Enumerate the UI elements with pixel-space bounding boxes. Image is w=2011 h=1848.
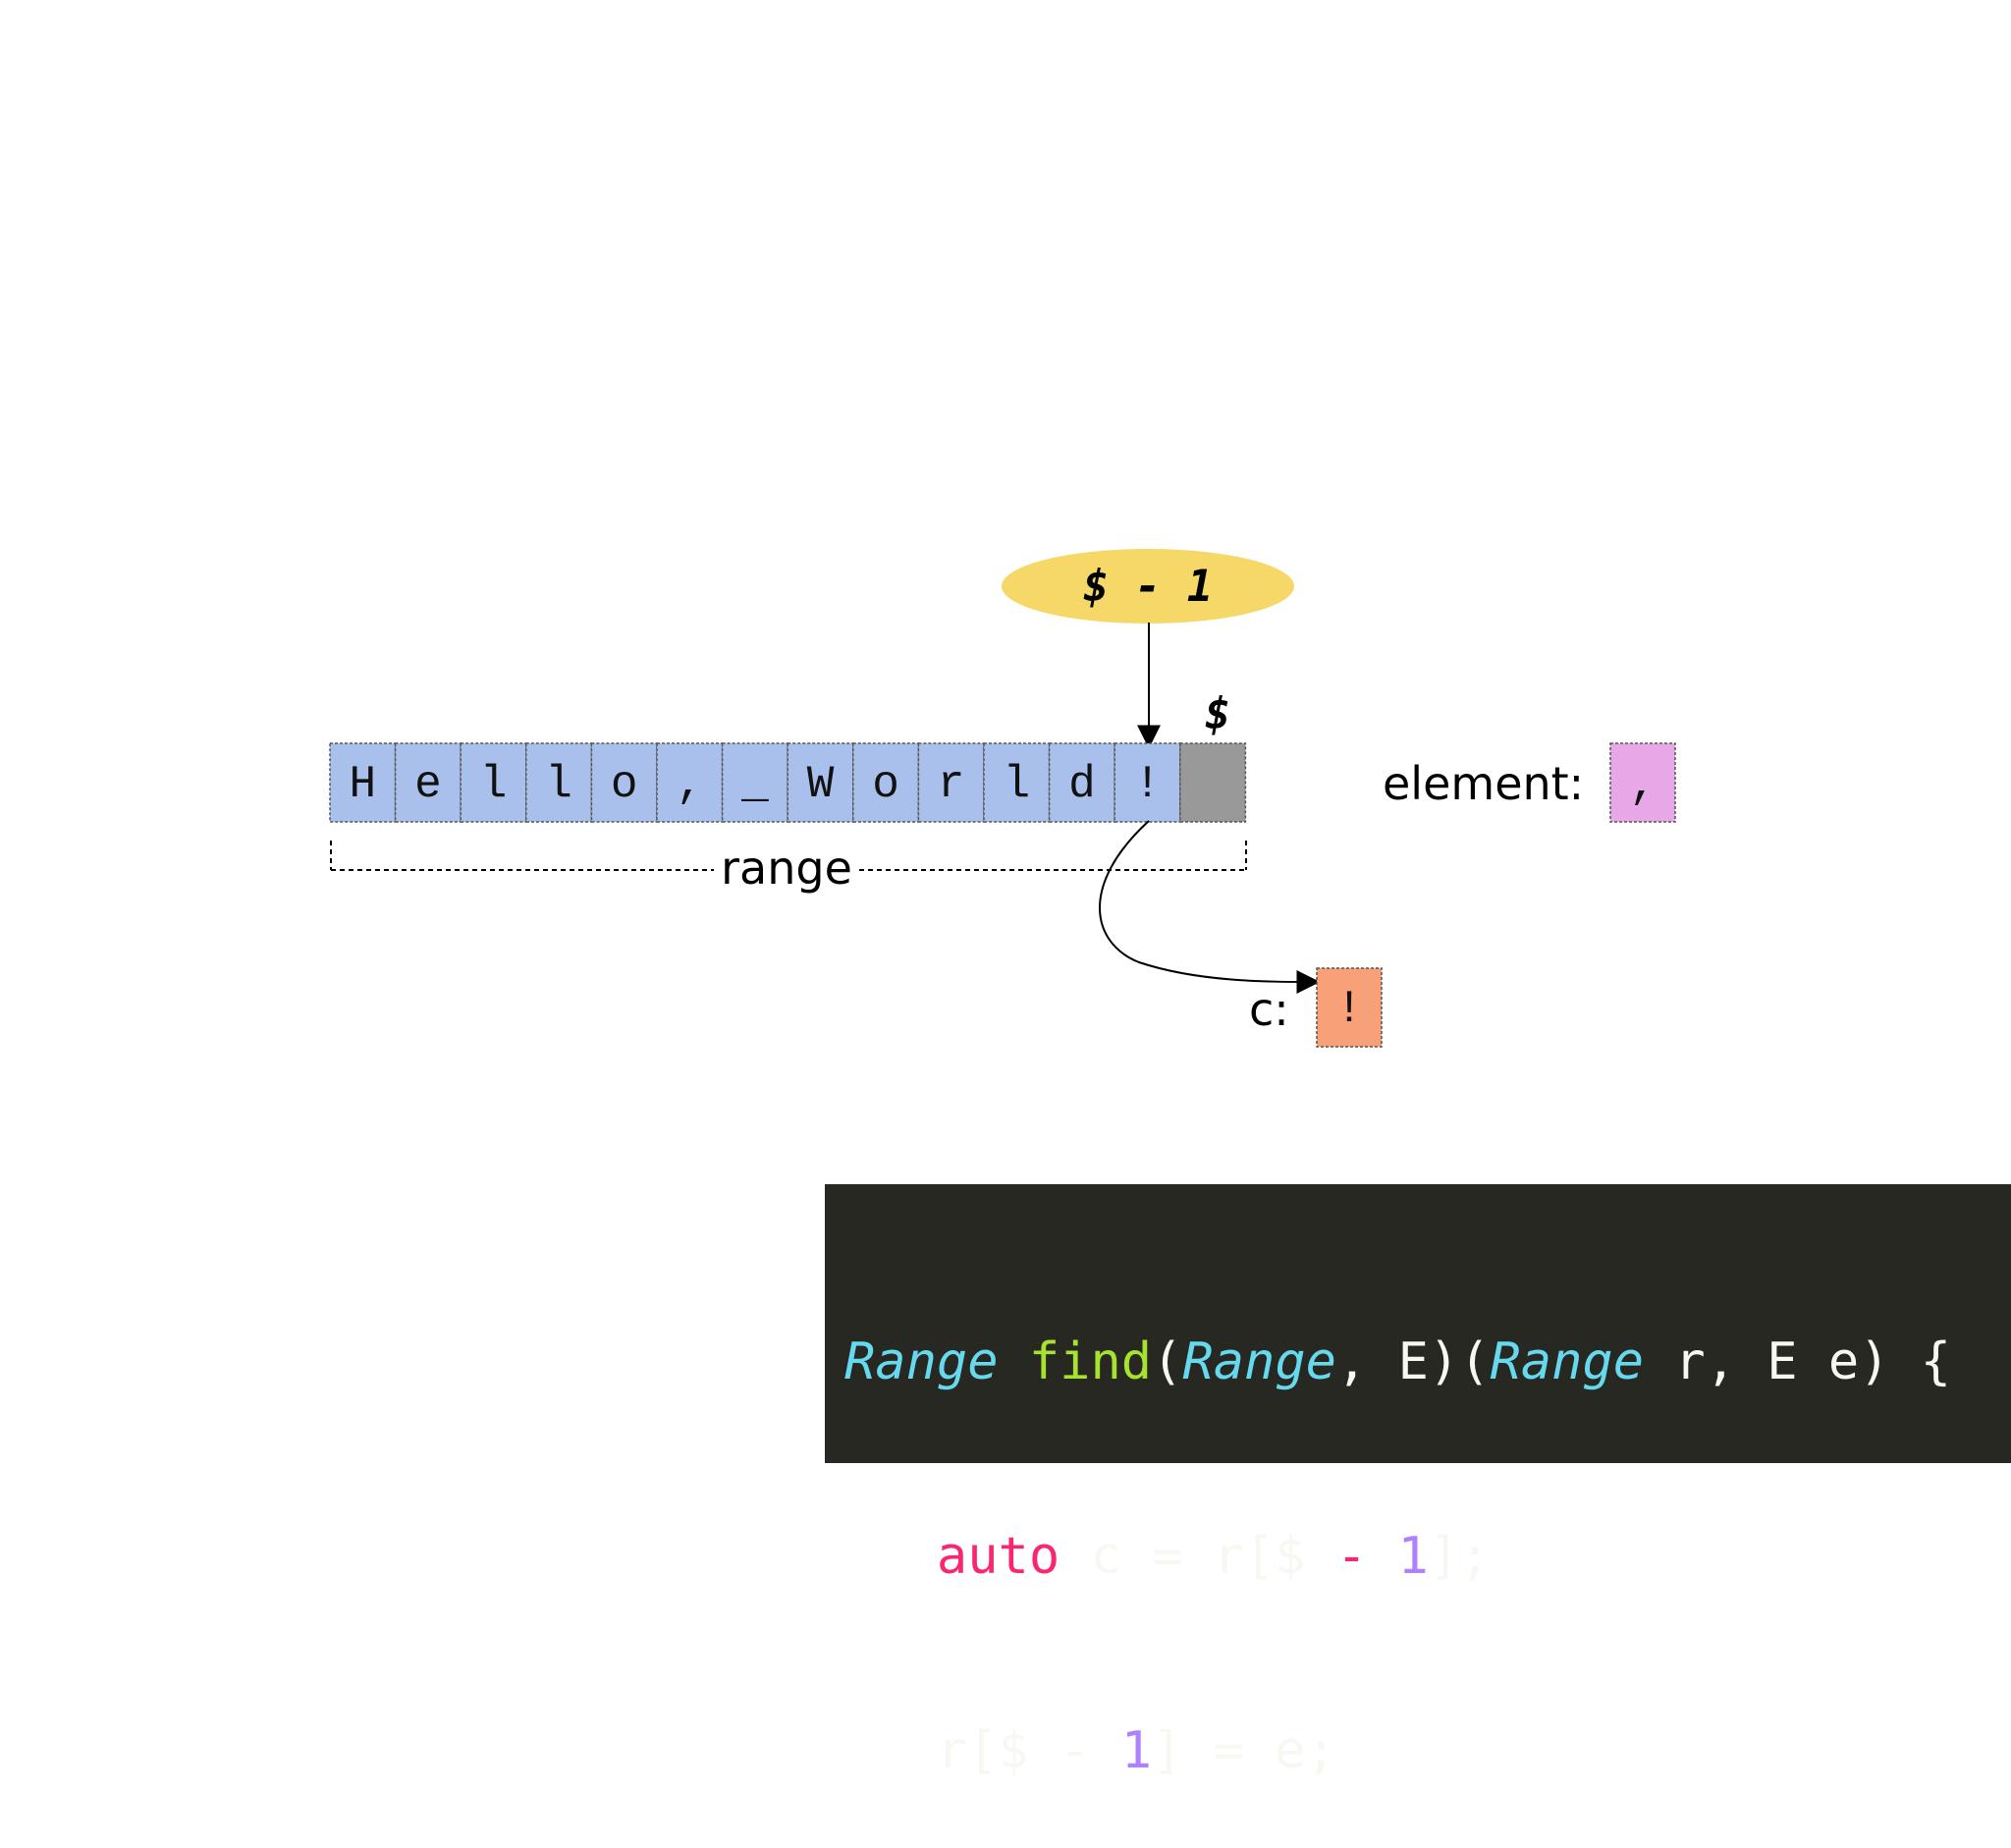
c-label: c: <box>1249 983 1289 1036</box>
code-token: r, E e) { <box>1644 1332 1952 1391</box>
code-token: , E)( <box>1335 1332 1491 1391</box>
range-cell <box>983 742 1051 823</box>
code-token: auto <box>936 1527 1060 1586</box>
code-token <box>844 1527 937 1586</box>
range-label: range <box>721 842 852 895</box>
range-cell-char: W <box>807 759 835 810</box>
range-cell-char: d <box>1068 759 1096 810</box>
range-cell-char: _ <box>740 759 769 810</box>
code-token <box>999 1332 1029 1391</box>
code-line-2: auto c = r[$ - 1]; <box>844 1524 1991 1589</box>
end-marker-label: $ <box>1205 689 1231 739</box>
range-cell-char: e <box>414 759 442 810</box>
range-cell <box>525 742 593 823</box>
code-line-1: Range find(Range, E)(Range r, E e) { <box>844 1330 1991 1394</box>
range-cell <box>852 742 920 823</box>
code-panel: Range find(Range, E)(Range r, E e) { aut… <box>825 1184 2011 1780</box>
code-token: ( <box>1152 1332 1183 1391</box>
code-token: r[$ - <box>844 1721 1121 1780</box>
range-cell-char: , <box>676 759 703 810</box>
element-label: element: <box>1383 757 1584 810</box>
code-token: ] = e; <box>1152 1721 1336 1780</box>
range-cell <box>721 742 788 823</box>
range-cell-char: l <box>545 759 572 810</box>
code-token: - <box>1335 1527 1368 1586</box>
range-end-cell <box>1179 742 1247 823</box>
code-token: c = r[$ <box>1060 1527 1336 1586</box>
code-token: find <box>1028 1332 1153 1391</box>
index-bubble <box>1002 549 1294 624</box>
range-cell-char: H <box>349 759 376 810</box>
range-cell-char: o <box>611 759 638 810</box>
range-cell-char: l <box>1003 759 1030 810</box>
code-token: 1 <box>1120 1721 1153 1780</box>
code-token: Range <box>844 1332 999 1391</box>
element-box <box>1609 742 1676 823</box>
code-token: ]; <box>1428 1527 1491 1586</box>
element-value: , <box>1629 760 1657 811</box>
code-token: 1 <box>1397 1527 1429 1586</box>
c-value: ! <box>1335 984 1363 1035</box>
index-bubble-label: $ - 1 <box>1083 562 1213 612</box>
range-cell-char: l <box>480 759 508 810</box>
range-bracket <box>330 841 1247 871</box>
range-cell-char: o <box>872 759 899 810</box>
c-box <box>1316 967 1383 1048</box>
range-cell <box>1048 742 1115 823</box>
range-cell <box>1114 742 1181 823</box>
code-token: Range <box>1182 1332 1336 1391</box>
code-token: Range <box>1490 1332 1645 1391</box>
range-cell-char: ! <box>1134 759 1162 810</box>
code-token <box>1367 1527 1397 1586</box>
range-cell-char: r <box>938 759 965 810</box>
copy-arrow <box>1099 820 1321 994</box>
code-line-3: r[$ - 1] = e; <box>844 1718 1991 1783</box>
